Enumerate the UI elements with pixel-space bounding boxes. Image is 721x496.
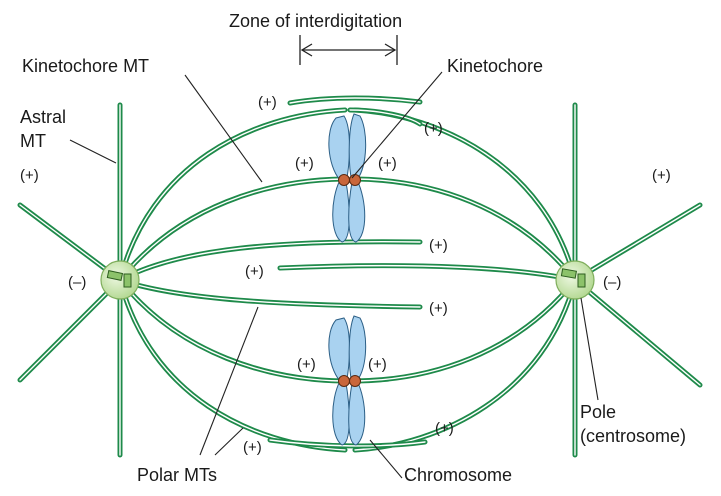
kinetochore-label: Kinetochore bbox=[447, 56, 543, 76]
kinetochore-dot bbox=[349, 174, 361, 186]
plus-end-marker: (+) bbox=[258, 94, 277, 111]
end-markers: (+) (+) (+) (+) (+) (+) (+) (+) (–) (–) … bbox=[20, 94, 671, 456]
polar-microtubules bbox=[117, 95, 578, 449]
minus-end-marker: (–) bbox=[603, 274, 621, 291]
astral-label-line1: Astral bbox=[20, 107, 66, 127]
plus-end-marker: (+) bbox=[297, 356, 316, 373]
kinetochore-dot bbox=[338, 174, 350, 186]
chromosome-bottom bbox=[328, 315, 367, 446]
leader-lines bbox=[69, 71, 599, 479]
plus-end-marker: (+) bbox=[368, 356, 387, 373]
plus-end-marker: (+) bbox=[429, 300, 448, 317]
centrosome-left bbox=[100, 260, 140, 300]
plus-end-marker: (+) bbox=[378, 155, 397, 172]
kinetochore-dot bbox=[349, 375, 361, 387]
chromosome-label: Chromosome bbox=[404, 465, 512, 485]
plus-end-marker: (+) bbox=[429, 237, 448, 254]
plus-end-marker: (+) bbox=[243, 439, 262, 456]
zone-of-interdigitation-label: Zone of interdigitation bbox=[229, 11, 402, 31]
astral-label-line2: MT bbox=[20, 131, 46, 151]
plus-end-marker: (+) bbox=[295, 155, 314, 172]
minus-end-marker: (–) bbox=[68, 274, 86, 291]
plus-end-marker: (+) bbox=[245, 263, 264, 280]
zone-arrow bbox=[299, 35, 398, 65]
centrosome-right bbox=[555, 260, 595, 300]
plus-end-marker: (+) bbox=[652, 167, 671, 184]
plus-end-marker: (+) bbox=[424, 120, 443, 137]
pole-label-line2: (centrosome) bbox=[580, 426, 686, 446]
kinetochore-microtubules bbox=[117, 176, 578, 384]
plus-end-marker: (+) bbox=[20, 167, 39, 184]
plus-end-marker: (+) bbox=[435, 420, 454, 437]
pole-label-line1: Pole bbox=[580, 402, 616, 422]
chromosome-top bbox=[328, 113, 367, 243]
kinetochore-dot bbox=[338, 375, 350, 387]
kinetochore-mt-label: Kinetochore MT bbox=[22, 56, 149, 76]
polar-mts-label: Polar MTs bbox=[137, 465, 217, 485]
